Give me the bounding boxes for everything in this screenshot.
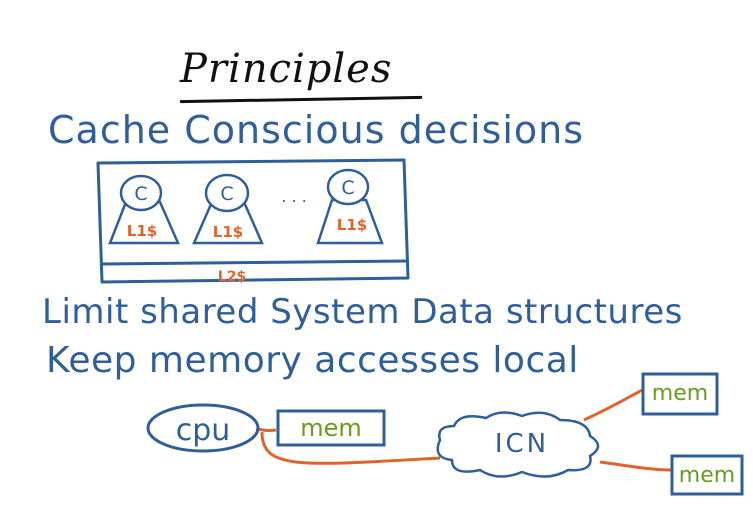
principle-limit-shared: Limit shared System Data structures (42, 292, 683, 332)
core-2: C L1$ (192, 173, 264, 245)
core-1: C L1$ (108, 174, 180, 245)
remote-mem-box-2 (670, 454, 744, 496)
l1-label-2: L1$ (213, 223, 243, 241)
remote-mem-label-2: mem (679, 463, 735, 488)
l1-label-1: L1$ (127, 222, 157, 240)
page-title: Principles (180, 46, 393, 92)
icn-cloud (436, 411, 600, 478)
l2-divider (101, 259, 409, 266)
local-mem-label: mem (300, 414, 362, 442)
cpu-label: cpu (176, 413, 231, 448)
principle-cache-conscious: Cache Conscious decisions (48, 108, 585, 152)
l1-label-n: L1$ (337, 216, 367, 234)
l2-label: L2$ (218, 269, 246, 285)
icn-label: ICN (495, 429, 549, 459)
core-label-1: C (134, 183, 147, 205)
remote-mem-box-1 (641, 372, 719, 416)
cpu-icn-link (260, 431, 441, 465)
core-label-n: C (341, 177, 354, 199)
cache-hierarchy-diagram: C L1$ C L1$ . . . C L1$ L2$ (96, 158, 410, 285)
remote-mem-label-1: mem (652, 381, 708, 406)
icn-mem-bottom-link (599, 460, 673, 472)
core-circle-n (326, 168, 370, 206)
core-label-2: C (220, 183, 233, 205)
icn-mem-top-link (583, 388, 643, 422)
core-circle-1 (119, 174, 163, 212)
cache-outer-box (96, 158, 410, 284)
core-circle-2 (204, 173, 250, 213)
principle-keep-local: Keep memory accesses local (46, 340, 579, 381)
cpu-node (146, 403, 260, 453)
local-mem-box (276, 409, 386, 447)
l1-cache-shape-n (316, 198, 384, 245)
core-ellipsis: . . . (281, 187, 306, 206)
numa-diagram: cpu mem ICN mem mem (146, 372, 744, 496)
core-n: C L1$ (316, 168, 384, 245)
l1-cache-shape-1 (108, 200, 180, 245)
